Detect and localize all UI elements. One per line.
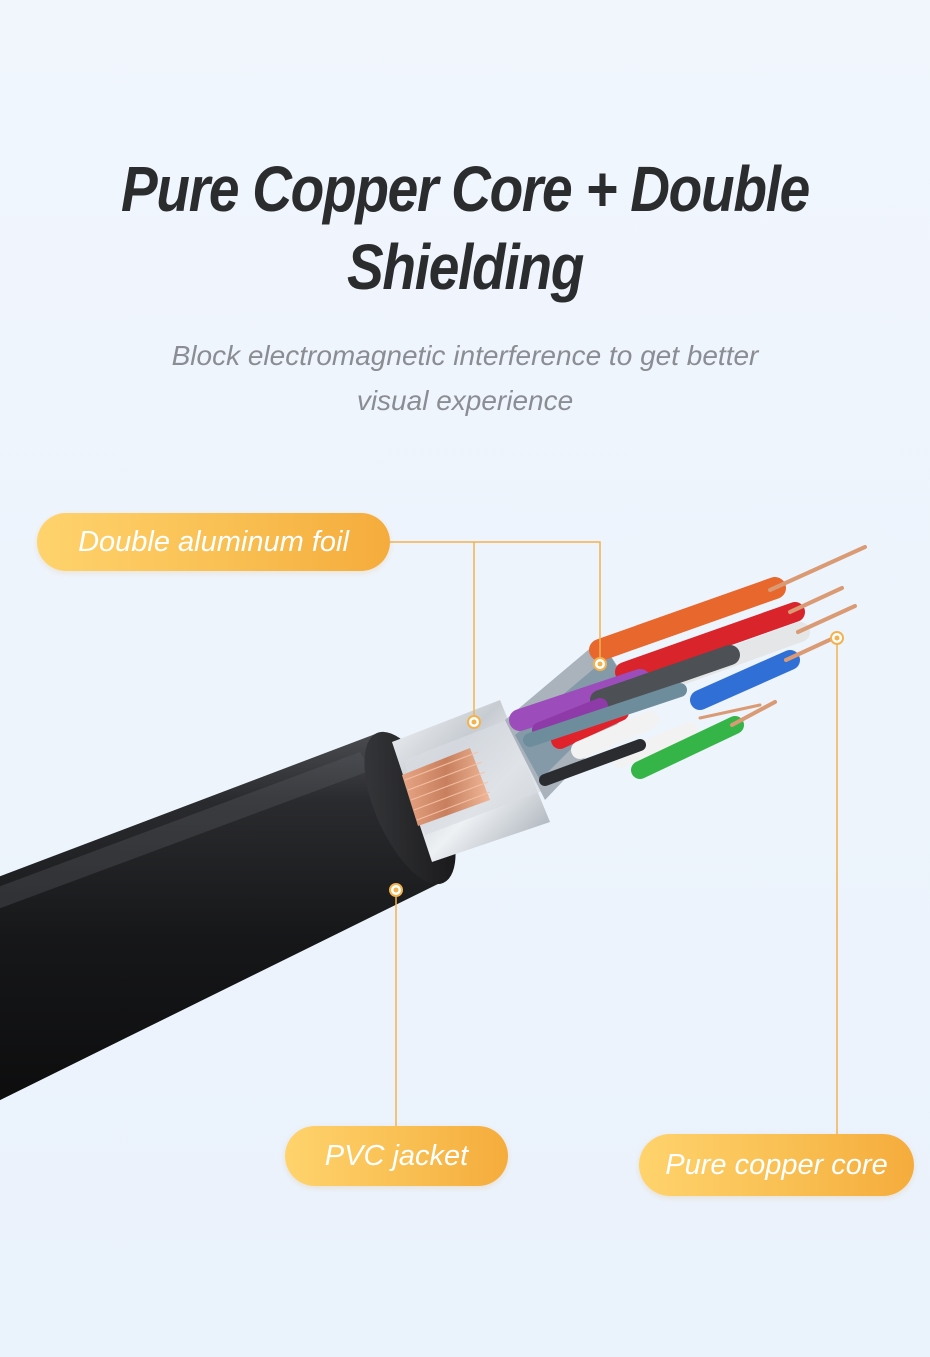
callout-pure-copper-core: Pure copper core [639,1134,914,1196]
callout-pvc-jacket: PVC jacket [285,1126,508,1186]
ring-dot-marker-icon [389,631,844,897]
headline-line-1: Pure Copper Core + Double [121,153,810,225]
subheadline-line-2: visual experience [356,385,574,416]
callout-double-aluminum-foil: Double aluminum foil [37,513,390,571]
page-subheadline: Block electromagnetic interference to ge… [100,333,830,423]
subheadline-line-1: Block electromagnetic interference to ge… [171,340,759,371]
cable-cross-section-illustration [0,541,867,1134]
headline-line-2: Shielding [346,231,584,303]
shield-bundle [392,640,640,862]
colored-conductors [509,545,867,786]
page-headline: Pure Copper Core + Double Shielding [65,150,865,306]
callout-leader-lines [390,541,838,1134]
